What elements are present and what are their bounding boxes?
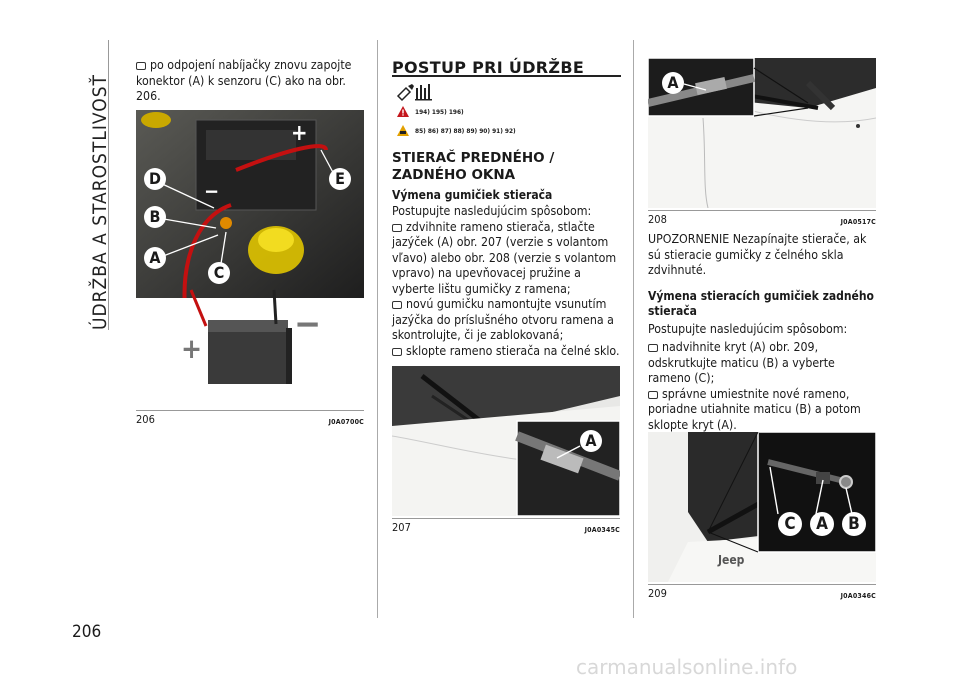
figure-208-image: A [648,58,876,208]
subsection-title: STIERAČ PREDNÉHO / ZADNÉHO OKNA [392,150,555,183]
col1-intro: po odpojení nabíjačky znovu zapojte kone… [136,58,352,103]
figure-209-caption: 209 J0A0346C [648,584,876,600]
footer-watermark: carmanualsonline.info [576,655,798,679]
fig206-label-e: E [329,168,351,190]
figure-207-caption: 207 J0A0345C [392,518,620,534]
section-title: POSTUP PRI ÚDRŽBE [392,58,585,77]
col3-body: UPOZORNENIE Nezapínajte stierače, ak sú … [648,232,876,433]
figure-207-image: A [392,366,620,516]
steps-intro-rear: Postupujte nasledujúcim spôsobom: [648,321,848,336]
svg-text:Jeep: Jeep [717,553,745,567]
svg-text:−: − [204,179,219,203]
bullet-icon [392,223,402,232]
fig206-label-d: D [144,168,166,190]
figure-206-image: + − + − D B A C E [136,110,364,408]
fig209-label-a: A [810,512,834,536]
fig207-label-a: A [580,430,602,452]
minor-title-front: Výmena gumičiek stierača [392,188,553,202]
steps-intro-front: Postupujte nasledujúcim spôsobom: [392,204,592,218]
fig209-label-c: C [778,512,802,536]
bullet-icon [648,344,658,352]
maintenance-icon [396,82,434,102]
figure-209-image: Jeep C A B [648,432,876,582]
figure-208-number: 208 [648,213,667,226]
page-number: 206 [72,622,102,642]
step-front-1: zdvihnite rameno stierača, stlačte jazýč… [392,219,617,296]
caution-triangle-icon [397,125,409,136]
column-divider-1 [377,40,378,618]
step-front-2: novú gumičku namontujte vsunutím jazýčka… [392,297,614,342]
figure-206-number: 206 [136,413,155,426]
warning-refs-row: 194) 195) 196) [397,106,464,117]
col2-body: Výmena gumičiek stierača Postupujte nasl… [392,188,622,359]
step-rear-2: správne umiestnite nové rameno, poriadne… [648,386,861,432]
fig209-label-b: B [842,512,866,536]
chapter-side-rule [108,40,109,330]
bullet-icon [136,62,146,70]
figure-209-code: J0A0346C [840,592,876,600]
section-title-rule [392,75,621,77]
fig208-label-a: A [662,72,684,94]
figure-207-code: J0A0345C [584,526,620,534]
bullet-icon [392,347,402,356]
chapter-side-title: ÚDRŽBA A STAROSTLIVOSŤ [89,73,111,330]
svg-text:+: + [291,121,308,146]
fig206-label-b: B [144,206,166,228]
svg-text:−: − [294,304,321,345]
figure-206-code: J0A0700C [328,418,364,426]
step-rear-1: nadvihnite kryt (A) obr. 209, odskrutkuj… [648,340,835,385]
figure-206-caption: 206 J0A0700C [136,410,364,426]
fig206-label-c: C [208,262,230,284]
wiper-warning: UPOZORNENIE Nezapínajte stierače, ak sú … [648,232,867,277]
warning-triangle-icon [397,106,409,117]
fig206-label-a: A [144,247,166,269]
bullet-icon [392,301,402,309]
column-divider-2 [633,40,634,618]
bullet-icon [648,390,658,399]
figure-209-number: 209 [648,587,667,600]
minor-title-rear: Výmena stieracích gumičiek zadného stier… [648,288,874,318]
figure-208-code: J0A0517C [840,218,876,226]
figure-208-caption: 208 J0A0517C [648,210,876,226]
figure-207-number: 207 [392,521,411,534]
svg-text:+: + [181,332,202,365]
step-front-3: sklopte rameno stierača na čelné sklo. [392,344,622,360]
caution-refs-row: 85) 86) 87) 88) 89) 90) 91) 92) [397,125,516,136]
